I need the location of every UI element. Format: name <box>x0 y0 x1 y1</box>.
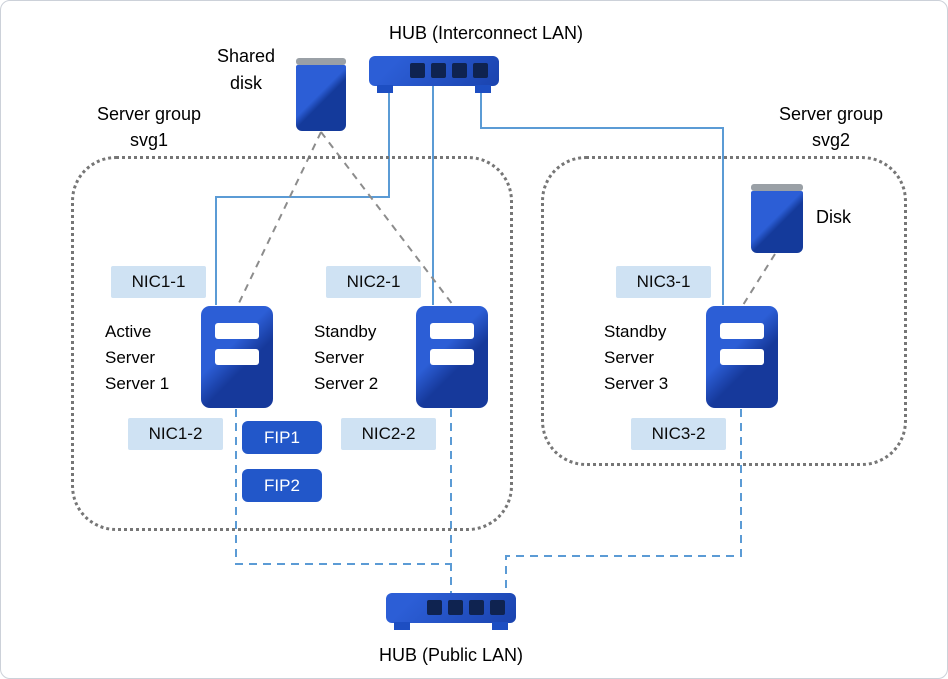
nic3-2-badge: NIC3-2 <box>631 418 726 450</box>
server-slot <box>215 323 259 339</box>
hub-port-icon <box>410 63 425 78</box>
disk-cap <box>296 58 346 65</box>
public-hub-label: HUB (Public LAN) <box>378 645 524 665</box>
line-interconnect-hub-to-server1 <box>215 85 390 305</box>
line-interconnect-hub-to-server3 <box>480 85 724 305</box>
shared-disk-label: Shared disk <box>216 46 276 93</box>
server3-icon <box>706 306 778 408</box>
hub-port-icon <box>427 600 442 615</box>
interconnect-hub-icon <box>369 56 499 93</box>
server-slot <box>430 323 474 339</box>
disk-body <box>296 65 346 131</box>
public-hub-icon <box>386 593 516 630</box>
disk-icon <box>751 184 803 253</box>
hub-port-icon <box>431 63 446 78</box>
hub-port-icon <box>448 600 463 615</box>
disk-label: Disk <box>816 207 851 227</box>
line-server1-to-public-hub <box>235 409 451 565</box>
server1-label: Active Server Server 1 <box>105 322 170 393</box>
server2-label: Standby Server Server 2 <box>314 322 379 393</box>
server-group-svg1-label: Server group svg1 <box>96 104 202 150</box>
server-group-svg2-boundary <box>541 156 907 466</box>
line-shared-disk-to-server1 <box>237 131 322 306</box>
hub-port-row <box>427 600 505 615</box>
server-slot <box>215 349 259 365</box>
disk-body <box>751 191 803 253</box>
server-group-svg1-boundary <box>71 156 513 531</box>
disk-cap <box>751 184 803 191</box>
line-disk-to-server3 <box>742 253 776 306</box>
nic1-2-badge: NIC1-2 <box>128 418 223 450</box>
hub-port-icon <box>490 600 505 615</box>
interconnect-hub-label: HUB (Interconnect LAN) <box>388 23 584 43</box>
hub-port-icon <box>469 600 484 615</box>
fip2-badge: FIP2 <box>242 469 322 502</box>
fip1-badge: FIP1 <box>242 421 322 454</box>
server1-icon <box>201 306 273 408</box>
hub-port-row <box>410 63 488 78</box>
nic1-1-badge: NIC1-1 <box>111 266 206 298</box>
nic2-1-badge: NIC2-1 <box>326 266 421 298</box>
server-group-svg2-label: Server group svg2 <box>778 104 884 150</box>
nic2-2-badge: NIC2-2 <box>341 418 436 450</box>
hub-port-icon <box>452 63 467 78</box>
line-server3-to-public-hub <box>505 409 742 593</box>
server-slot <box>720 323 764 339</box>
nic3-1-badge: NIC3-1 <box>616 266 711 298</box>
line-shared-disk-to-server2 <box>320 131 454 306</box>
server-slot <box>720 349 764 365</box>
server-slot <box>430 349 474 365</box>
hub-port-icon <box>473 63 488 78</box>
server2-icon <box>416 306 488 408</box>
server3-label: Standby Server Server 3 <box>604 322 669 393</box>
shared-disk-icon <box>296 58 346 131</box>
